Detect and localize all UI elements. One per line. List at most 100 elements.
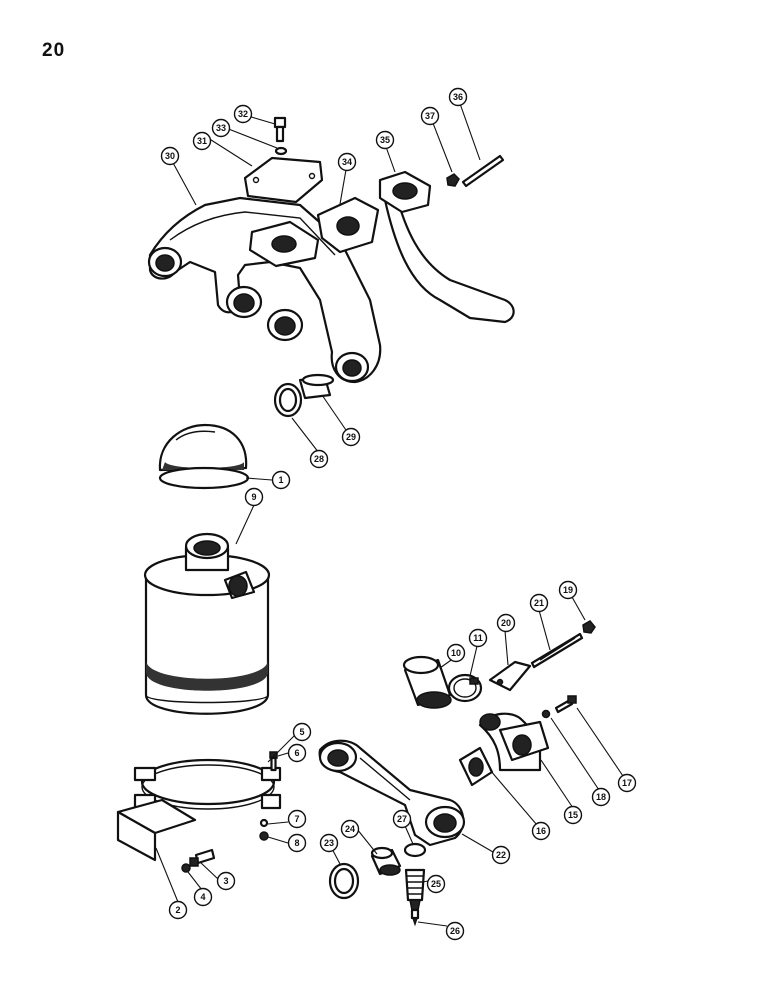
svg-text:36: 36 — [453, 92, 463, 102]
svg-text:18: 18 — [596, 792, 606, 802]
svg-text:35: 35 — [380, 135, 390, 145]
drain-valve — [404, 868, 426, 911]
callout-3: 3 — [216, 871, 236, 891]
svg-text:25: 25 — [431, 879, 441, 889]
stud — [461, 154, 505, 188]
callout-15: 15 — [563, 805, 583, 825]
callout-5: 5 — [292, 722, 312, 742]
svg-text:29: 29 — [346, 432, 356, 442]
callout-28: 28 — [309, 449, 329, 469]
callout-16: 16 — [531, 821, 551, 841]
callout-6: 6 — [287, 743, 307, 763]
page-number: 20 — [42, 40, 66, 61]
mounting-bracket — [116, 798, 197, 862]
long-stud — [530, 632, 584, 669]
exhaust-elbow-pipe — [378, 170, 515, 324]
callout-34: 34 — [337, 152, 357, 172]
support-bracket — [488, 660, 532, 692]
callout-33: 33 — [211, 118, 231, 138]
callout-20: 20 — [496, 613, 516, 633]
callout-36: 36 — [448, 87, 468, 107]
callout-8: 8 — [287, 833, 307, 853]
elbow-cap-screw — [554, 695, 577, 714]
bracket-washer — [181, 863, 191, 873]
manifold-ring — [298, 373, 335, 400]
svg-text:27: 27 — [397, 814, 407, 824]
callout-21: 21 — [529, 593, 549, 613]
svg-text:10: 10 — [451, 648, 461, 658]
svg-text:28: 28 — [314, 454, 324, 464]
manifold-gasket — [316, 196, 380, 254]
svg-text:4: 4 — [200, 892, 205, 902]
elbow-washer — [541, 709, 551, 719]
svg-text:17: 17 — [622, 778, 632, 788]
callout-9: 9 — [244, 487, 264, 507]
svg-text:34: 34 — [342, 157, 352, 167]
o-ring — [403, 842, 427, 858]
callout-1: 1 — [271, 470, 291, 490]
callout-29: 29 — [341, 427, 361, 447]
rain-cap — [158, 423, 250, 490]
callout-2: 2 — [168, 900, 188, 920]
svg-text:22: 22 — [496, 850, 506, 860]
svg-text:31: 31 — [197, 136, 207, 146]
callout-35: 35 — [375, 130, 395, 150]
svg-text:21: 21 — [534, 598, 544, 608]
svg-text:16: 16 — [536, 826, 546, 836]
svg-text:23: 23 — [324, 838, 334, 848]
svg-text:33: 33 — [216, 123, 226, 133]
svg-text:30: 30 — [165, 151, 175, 161]
svg-text:7: 7 — [294, 814, 299, 824]
cover-plate — [243, 156, 324, 204]
svg-text:8: 8 — [294, 838, 299, 848]
lock-washer — [274, 146, 288, 156]
band-washer — [259, 818, 269, 828]
svg-text:1: 1 — [278, 475, 283, 485]
hex-nut — [446, 173, 460, 187]
svg-text:9: 9 — [251, 492, 256, 502]
callout-10: 10 — [446, 643, 466, 663]
outlet-elbow — [478, 712, 550, 772]
manifold-sleeve — [273, 382, 303, 418]
callout-37: 37 — [420, 106, 440, 126]
callout-11: 11 — [468, 628, 488, 648]
callout-22: 22 — [491, 845, 511, 865]
svg-text:32: 32 — [238, 109, 248, 119]
svg-text:15: 15 — [568, 810, 578, 820]
svg-text:37: 37 — [425, 111, 435, 121]
svg-text:24: 24 — [345, 824, 355, 834]
hose-clamp — [447, 673, 483, 703]
svg-text:5: 5 — [299, 727, 304, 737]
elbow-gasket — [458, 746, 494, 787]
callout-26: 26 — [445, 921, 465, 941]
svg-text:2: 2 — [175, 905, 180, 915]
connector-hose — [402, 655, 452, 709]
callout-24: 24 — [340, 819, 360, 839]
callout-23: 23 — [319, 833, 339, 853]
callout-19: 19 — [558, 580, 578, 600]
bracket-cap-screw — [189, 848, 216, 867]
precleaner-body — [143, 532, 271, 715]
callout-4: 4 — [193, 887, 213, 907]
callout-25: 25 — [426, 874, 446, 894]
svg-text:6: 6 — [294, 748, 299, 758]
svg-text:19: 19 — [563, 585, 573, 595]
pipe-gasket — [328, 862, 360, 900]
band-nut — [259, 831, 269, 841]
svg-text:26: 26 — [450, 926, 460, 936]
inlet-pipe — [318, 739, 466, 847]
exhaust-manifold — [147, 196, 382, 384]
svg-text:3: 3 — [223, 876, 228, 886]
callout-17: 17 — [617, 773, 637, 793]
pipe-sleeve — [370, 846, 402, 876]
drain-plug — [410, 908, 420, 927]
svg-text:11: 11 — [473, 633, 483, 643]
callout-30: 30 — [160, 146, 180, 166]
cap-screw — [273, 116, 287, 143]
leader-lines — [155, 97, 624, 927]
callout-18: 18 — [591, 787, 611, 807]
stud-nut — [582, 620, 596, 634]
callout-7: 7 — [287, 809, 307, 829]
svg-text:20: 20 — [501, 618, 511, 628]
